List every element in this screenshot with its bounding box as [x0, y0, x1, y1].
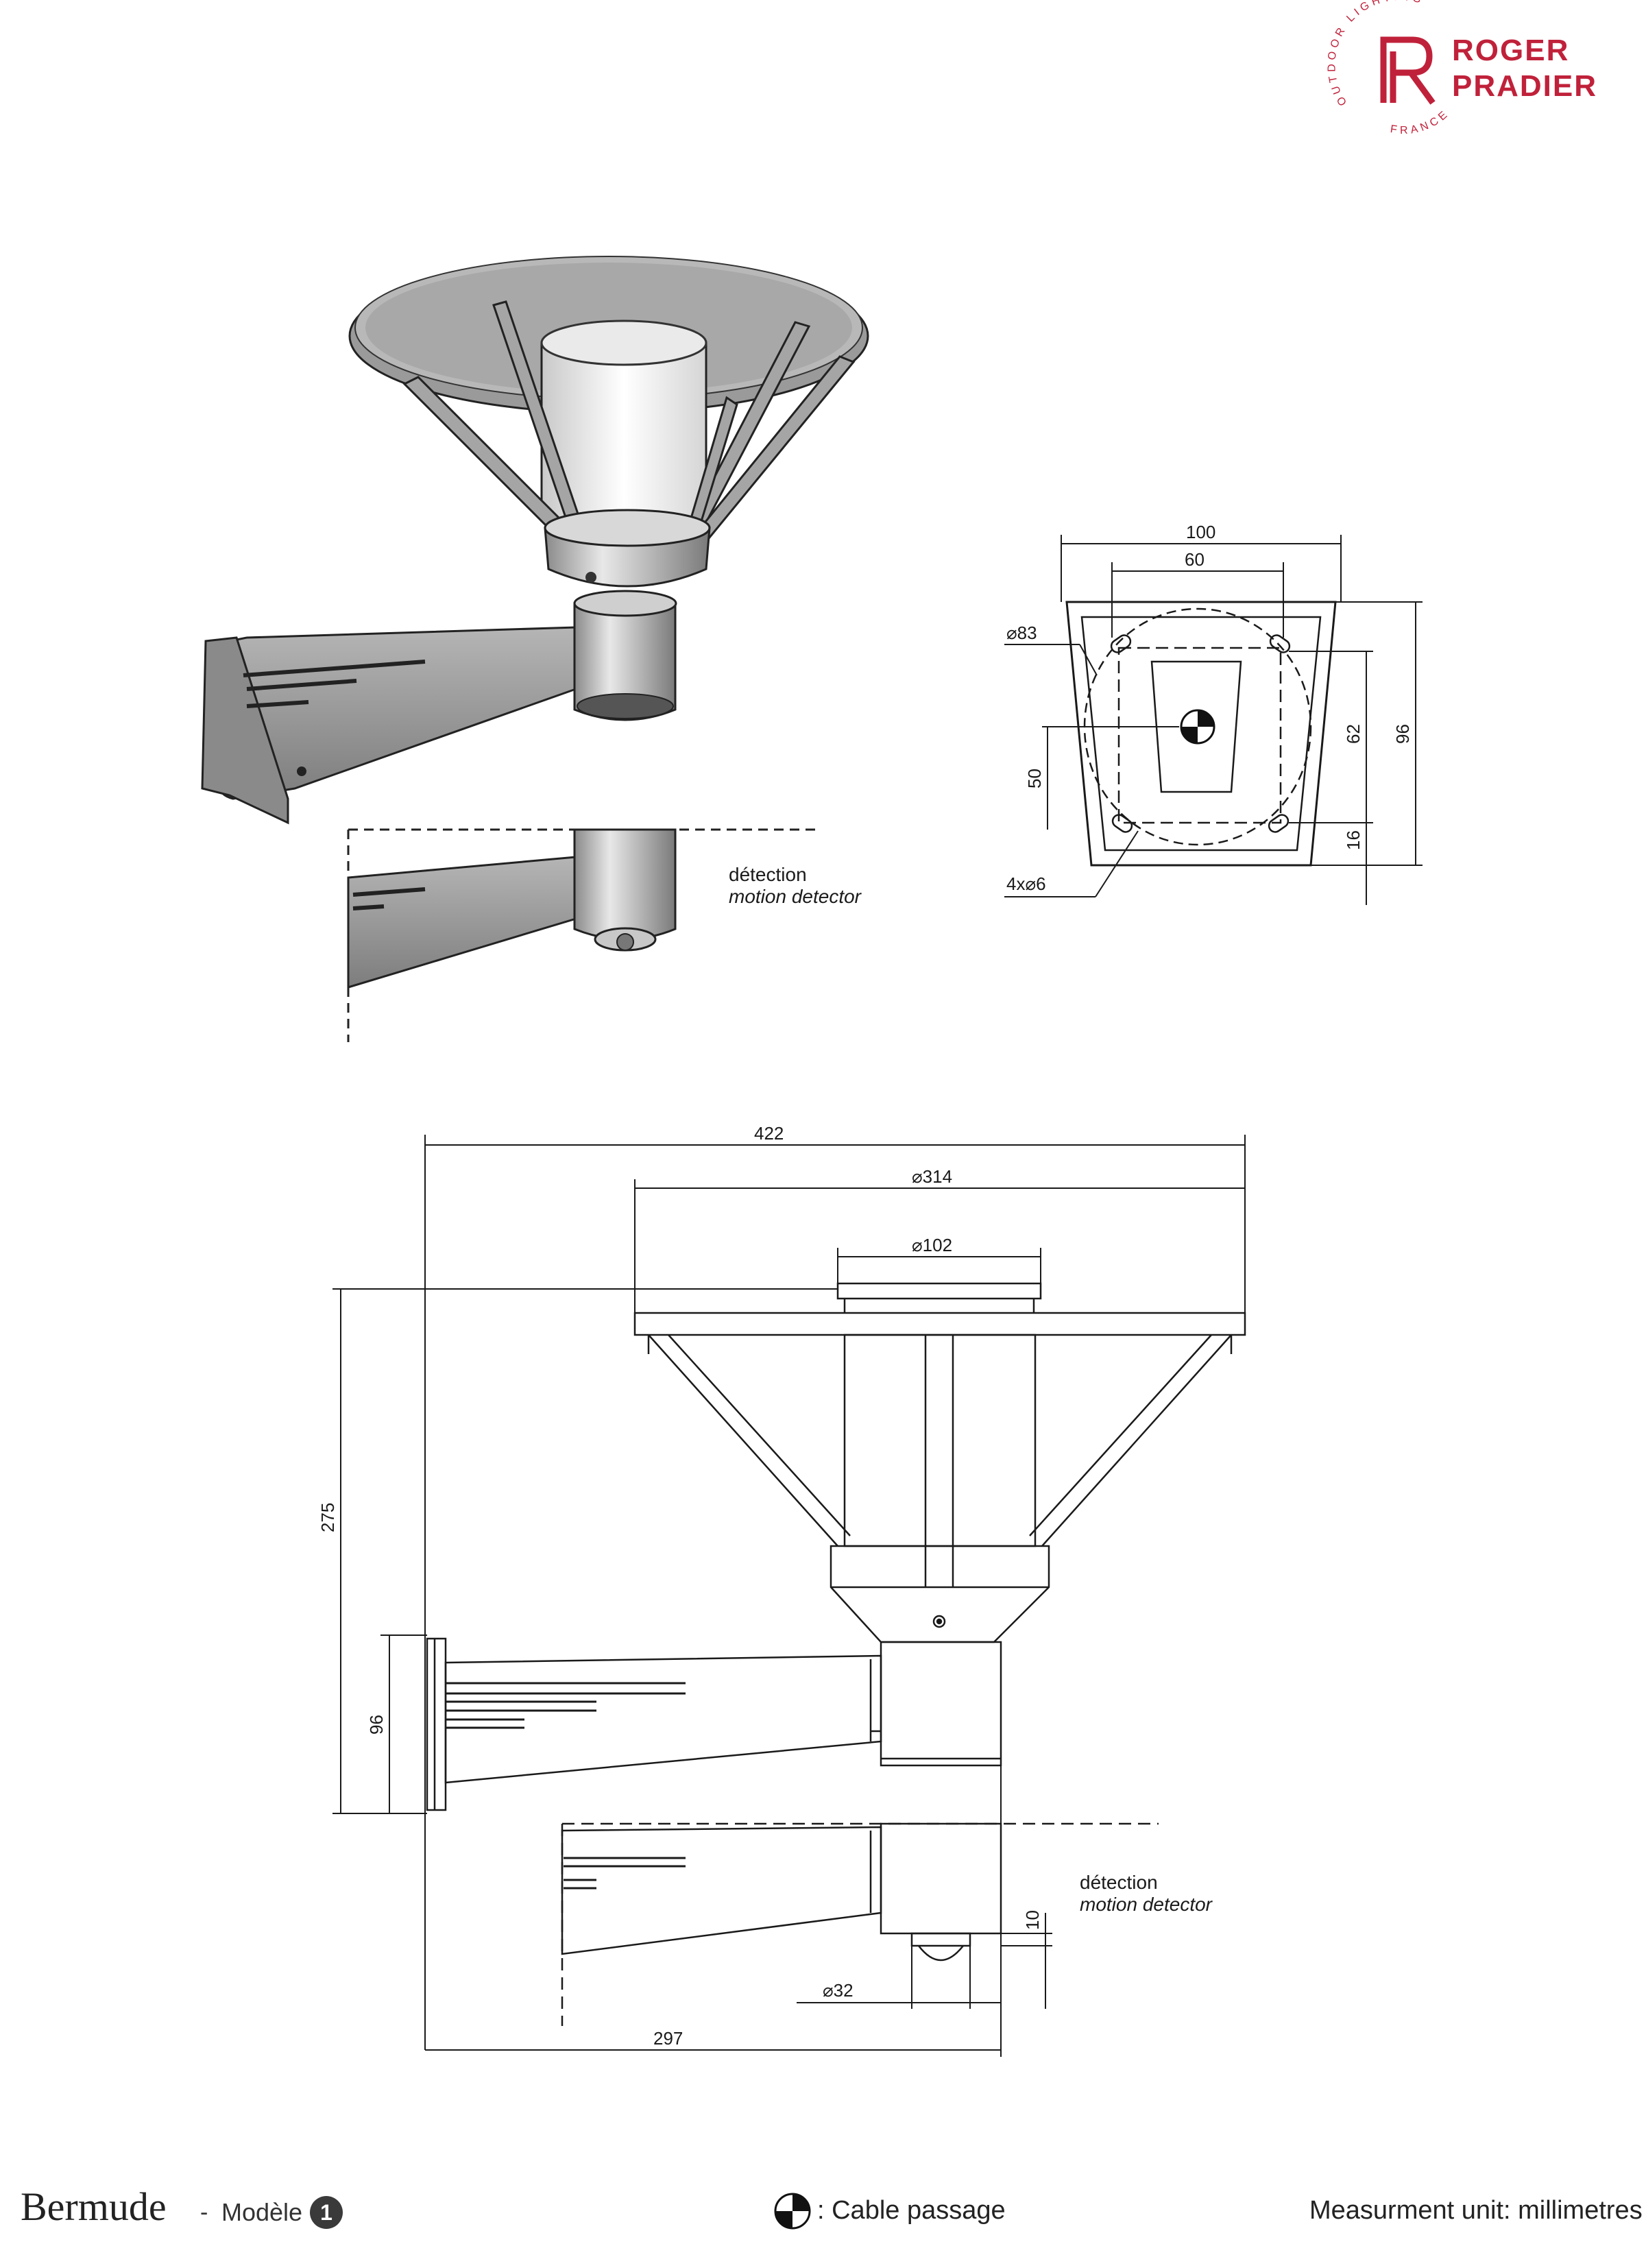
brand-logo: OUTDOOR LIGHTING FRANCE ROGER PRADIER — [1326, 0, 1597, 136]
brand-ring-top: OUTDOOR LIGHTING — [1326, 0, 1425, 108]
model-label: Modèle — [221, 2198, 303, 2226]
dim-detector-diameter: ⌀32 — [823, 1980, 854, 2001]
dim-height-left: 50 — [1024, 769, 1045, 788]
wall-plate — [426, 1637, 447, 1811]
detector-sensor — [918, 1945, 964, 1962]
cable-passage-icon — [774, 2193, 811, 2230]
dim-canopy-diameter: ⌀314 — [912, 1166, 952, 1187]
detector-label-fr: détection — [729, 864, 807, 885]
front-view: détection motion detector 422 ⌀314 ⌀102 … — [317, 1123, 1246, 2057]
title-separator: - — [200, 2199, 208, 2225]
top-cap — [836, 1282, 1042, 1300]
cable-passage-label: : Cable passage — [817, 2196, 1006, 2225]
stem — [880, 1641, 1002, 1767]
plate-view: 100 60 ⌀83 4x⌀6 50 62 96 16 — [1004, 522, 1423, 905]
brand-line-1: ROGER — [1452, 34, 1569, 67]
perspective-view: détection motion detector — [201, 256, 869, 1042]
dim-plate-width: 100 — [1186, 522, 1215, 542]
dim-overall-height: 275 — [317, 1503, 338, 1532]
plate-cutout — [1150, 660, 1242, 793]
measurement-unit: Measurment unit: millimetres — [1309, 2196, 1643, 2225]
dim-hole-spacing: 60 — [1185, 549, 1205, 570]
dim-projection: 297 — [653, 2028, 683, 2049]
lamp-stem — [573, 590, 677, 721]
model-number-badge: 1 — [310, 2196, 343, 2229]
dim-top-diameter: ⌀102 — [912, 1235, 952, 1255]
detector-arm — [347, 828, 677, 989]
front-detector-label-en: motion detector — [1080, 1894, 1213, 1915]
dim-circle-diameter: ⌀83 — [1006, 623, 1037, 643]
plate-holes — [1110, 634, 1291, 833]
dim-plate-height: 96 — [366, 1715, 387, 1735]
strut-right — [1029, 1334, 1232, 1547]
lamp-collar — [544, 509, 711, 588]
dim-height-total: 96 — [1392, 724, 1413, 744]
detector-label-en: motion detector — [729, 886, 862, 907]
product-name: Bermude — [21, 2184, 167, 2229]
canopy — [633, 1312, 1246, 1336]
cable-passage-symbol — [1180, 709, 1215, 745]
dim-detector-height: 10 — [1022, 1910, 1043, 1930]
dim-height-bottom: 16 — [1343, 830, 1364, 850]
dim-overall-width: 422 — [754, 1123, 784, 1144]
brand-line-2: PRADIER — [1452, 69, 1597, 103]
brand-r-monogram — [1380, 36, 1436, 105]
front-detector-label-fr: détection — [1080, 1872, 1158, 1893]
wall-arm — [201, 626, 577, 825]
dim-height-mid: 62 — [1343, 724, 1364, 744]
strut-left — [648, 1334, 851, 1547]
diffuser — [843, 1334, 1037, 1547]
dim-holes: 4x⌀6 — [1006, 873, 1046, 894]
brand-ring-bottom: FRANCE — [1390, 107, 1452, 136]
